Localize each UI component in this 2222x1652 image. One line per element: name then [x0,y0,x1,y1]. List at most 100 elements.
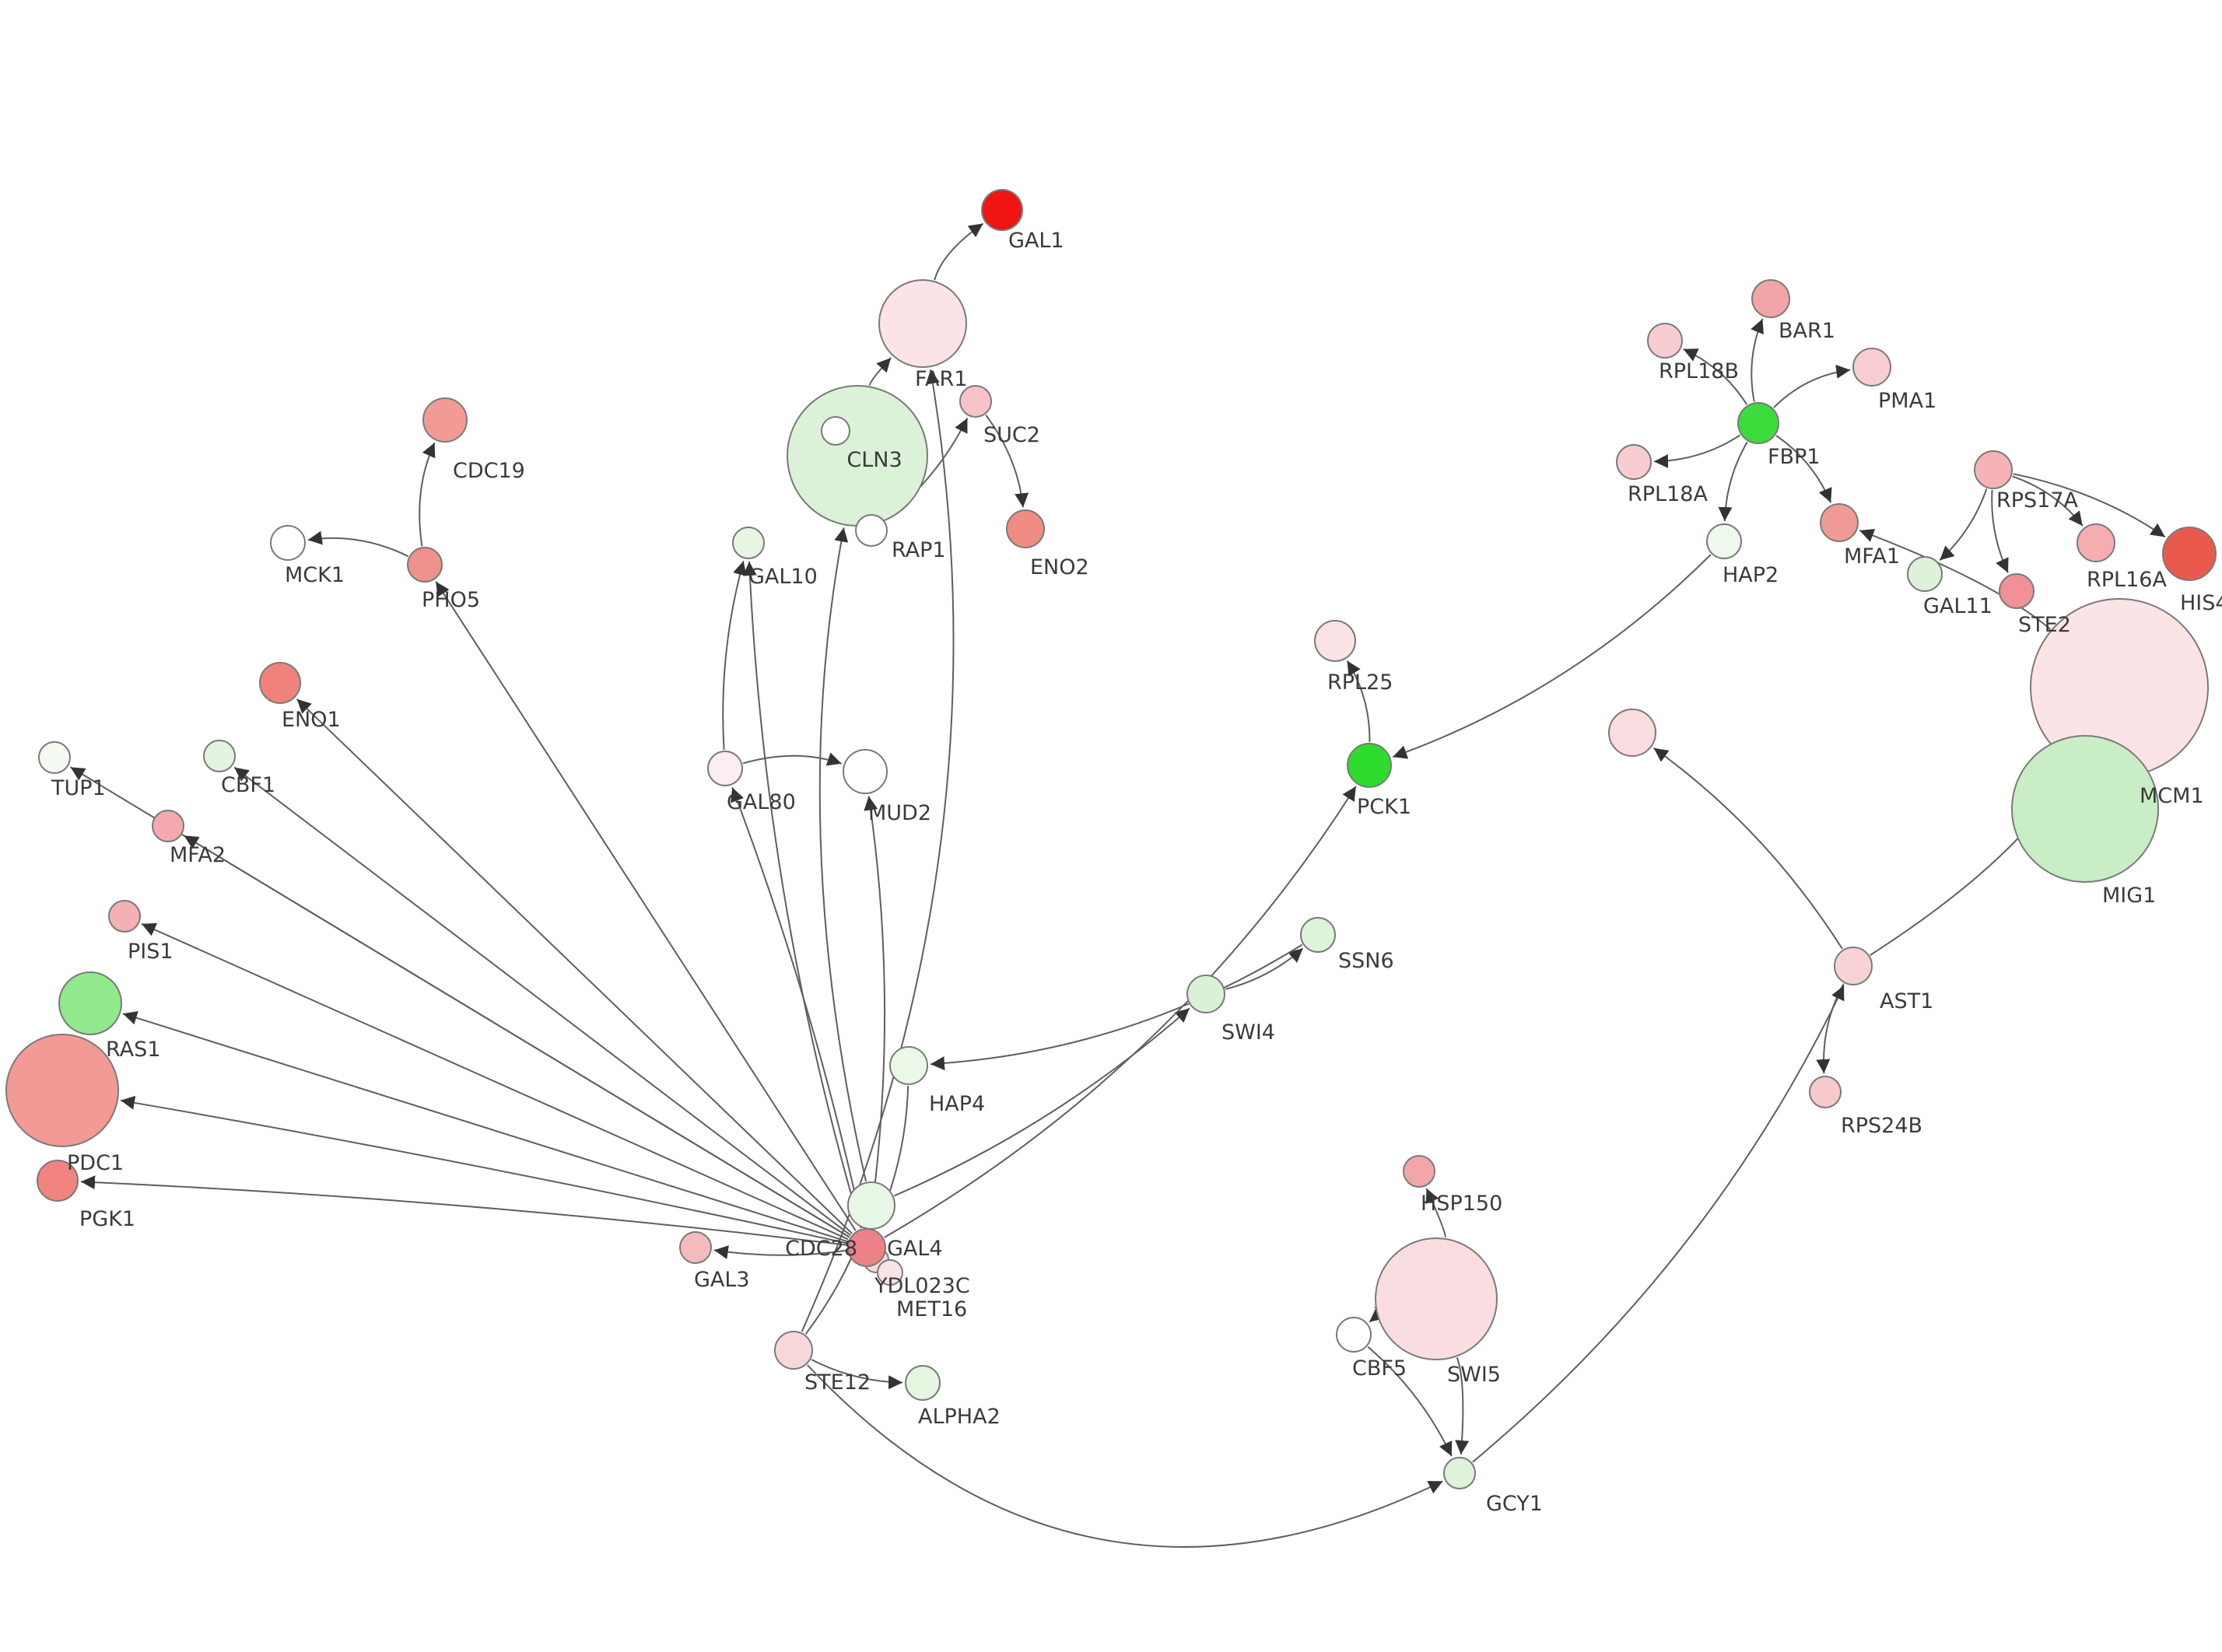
node-label-rpl25: RPL25 [1327,670,1393,695]
node-ast1[interactable] [1834,947,1873,985]
edge-cbf5-gcy1[interactable] [1367,1346,1453,1457]
node-rpl18a[interactable] [1616,444,1652,480]
edge-gal4-eno1[interactable] [296,698,853,1234]
edge-pck1-rpl25[interactable] [1346,660,1371,743]
node-rpl16a[interactable] [2077,523,2115,562]
edge-rps17a-gal11[interactable] [1939,488,1988,562]
node-swi5[interactable] [1375,1237,1498,1360]
node-cbf5[interactable] [1336,1317,1372,1353]
edge-gal4-gal10[interactable] [742,561,862,1229]
edge-gal4-pho5[interactable] [435,581,857,1231]
node-his4[interactable] [2162,527,2217,581]
edge-fbp1-pma1[interactable] [1773,364,1851,408]
node-cbf1[interactable] [203,740,236,772]
edge-ssn6-hap4[interactable] [930,943,1303,1071]
node-ssn6[interactable] [1300,917,1336,953]
edge-gal4-gal3[interactable] [713,1245,847,1259]
node-rap1[interactable] [855,514,888,547]
node-pma1[interactable] [1852,348,1891,387]
node-ste12[interactable] [774,1331,813,1370]
edge-suc2-eno2[interactable] [985,415,1029,508]
node-rpl25[interactable] [1314,620,1356,662]
edge-cln3-far1[interactable] [868,357,892,386]
edge-fbp1-bar1[interactable] [1751,318,1764,402]
node-rps17a[interactable] [1974,450,2013,489]
edge-fbp1-rpl18a[interactable] [1653,434,1741,468]
node-gcy1[interactable] [1443,1457,1476,1489]
edge-cdc28-swi4[interactable] [894,1007,1190,1197]
node-gal10[interactable] [732,527,765,559]
edge-rps17a-rpl16a[interactable] [2012,475,2084,527]
edge-cdc28-cln3[interactable] [818,527,867,1182]
edge-swi5-hsp150[interactable] [1425,1188,1446,1237]
node-unlabeled-unnamed[interactable] [1608,709,1656,757]
edge-gal4-mud2[interactable] [864,796,886,1228]
node-alpha2[interactable] [905,1365,941,1401]
edge-pho5-mck1[interactable] [307,530,409,558]
node-label-cln3: CLN3 [846,448,902,472]
node-gal1[interactable] [981,189,1023,231]
node-unlabeled-dot1[interactable] [821,416,850,446]
node-met16[interactable] [877,1259,903,1286]
node-ste2[interactable] [1999,573,2034,609]
node-cdc28[interactable] [847,1181,895,1230]
edge-gal4-pdc1[interactable] [120,1095,847,1244]
node-gal4[interactable] [847,1228,886,1267]
node-hap2[interactable] [1706,523,1742,559]
node-pdc1[interactable] [5,1034,119,1147]
node-rps24b[interactable] [1809,1076,1842,1108]
node-label-pho5: PHO5 [422,588,480,612]
edge-gal4-mfa2[interactable] [184,835,850,1238]
node-swi4[interactable] [1186,975,1225,1013]
edge-hap2-pck1[interactable] [1392,554,1712,759]
edge-rps17a-ste2[interactable] [1991,489,2009,573]
edge-ast1-rps24b[interactable] [1816,983,1845,1074]
node-gal3[interactable] [679,1231,712,1264]
node-label-cbf5: CBF5 [1352,1356,1407,1381]
edge-gal80-gal10[interactable] [722,560,747,751]
edge-far1-gal1[interactable] [934,222,984,281]
node-hsp150[interactable] [1403,1155,1435,1188]
edge-gal4-cbf1[interactable] [233,766,851,1236]
node-pgk1[interactable] [37,1160,79,1202]
node-ras1[interactable] [58,971,122,1035]
node-cdc19[interactable] [422,397,468,443]
edge-gal4-pgk1[interactable] [80,1175,847,1246]
edge-fbp1-hap2[interactable] [1718,441,1748,522]
node-label-hsp150: HSP150 [1421,1192,1502,1216]
edge-gal4-ras1[interactable] [122,1011,848,1243]
node-mfa2[interactable] [152,810,184,842]
node-rpl18b[interactable] [1647,323,1683,359]
node-gal11[interactable] [1907,556,1943,592]
node-mud2[interactable] [843,749,888,794]
edge-fbp1-rpl18b[interactable] [1683,348,1748,405]
node-pis1[interactable] [108,900,141,933]
edge-gcy1-ast1[interactable] [1472,985,1845,1463]
node-suc2[interactable] [959,385,992,418]
node-mig1[interactable] [2011,735,2159,883]
edge-gal80-mud2[interactable] [742,752,842,766]
node-bar1[interactable] [1751,279,1790,318]
edge-gal4-pck1[interactable] [884,786,1357,1238]
node-hap4[interactable] [889,1046,928,1085]
node-pho5[interactable] [407,547,443,583]
edge-swi4-ssn6[interactable] [1225,947,1304,990]
edge-gal4-pis1[interactable] [141,922,849,1241]
edge-mcm1-mfa1[interactable] [1859,528,2052,630]
node-gal80[interactable] [707,751,743,786]
edge-fbp1-mfa1[interactable] [1775,435,1832,503]
node-fbp1[interactable] [1737,402,1779,444]
edge-rps17a-his4[interactable] [2013,473,2166,538]
edge-pho5-cdc19[interactable] [419,442,436,547]
edge-ast1-unnamed[interactable] [1653,747,1843,950]
node-pck1[interactable] [1347,743,1392,788]
edge-swi5-gcy1[interactable] [1455,1357,1470,1455]
node-mck1[interactable] [270,525,306,561]
node-far1[interactable] [878,279,967,368]
node-eno2[interactable] [1006,509,1045,548]
node-mfa1[interactable] [1820,503,1859,542]
node-tup1[interactable] [38,741,71,774]
edge-ste12-alpha2[interactable] [811,1359,903,1390]
node-eno1[interactable] [259,662,301,704]
edge-ste12-gcy1[interactable] [807,1364,1443,1548]
